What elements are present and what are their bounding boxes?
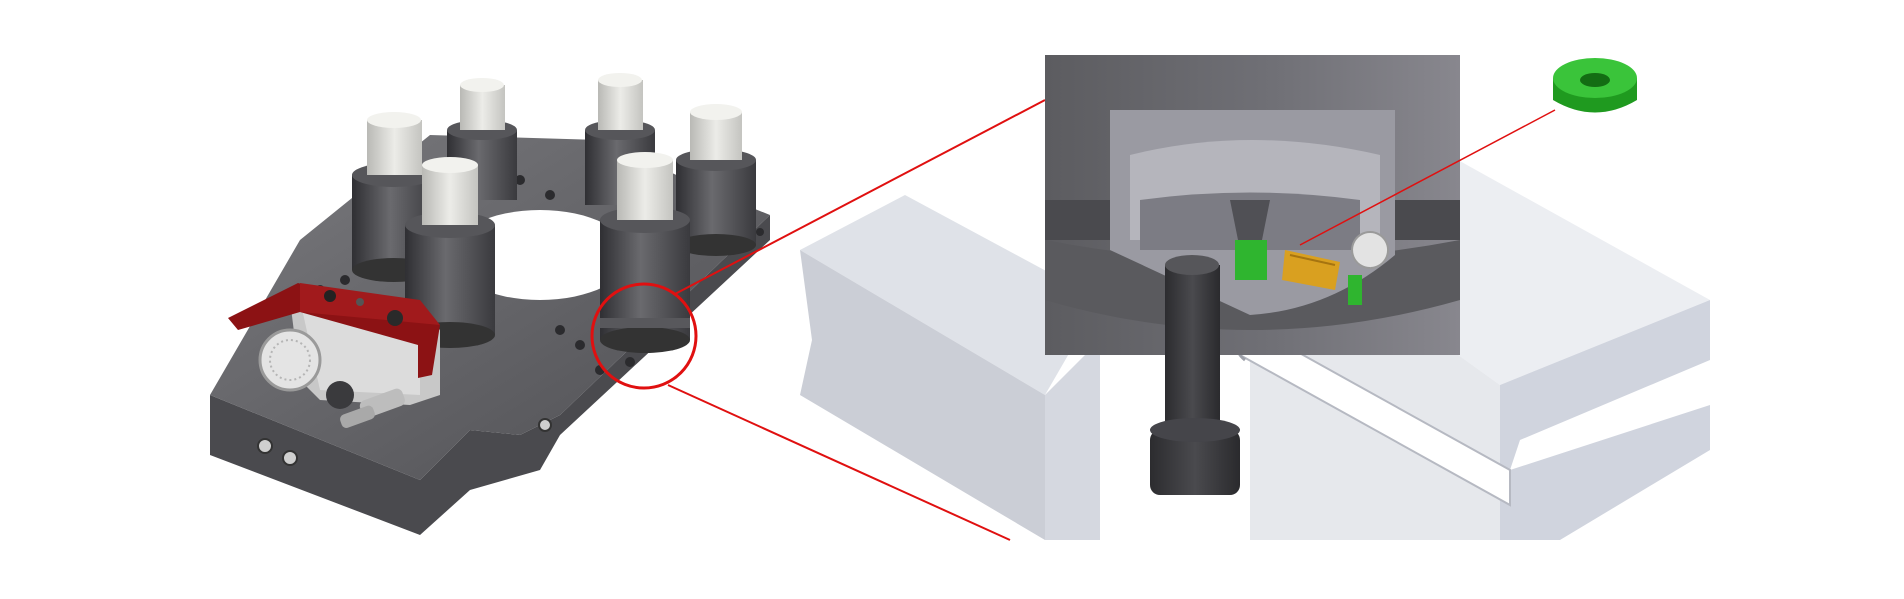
- seal-ring-part: [1553, 58, 1637, 113]
- mounting-block-left-top: [800, 195, 1100, 395]
- plate-side-screw-1: [257, 438, 273, 454]
- check-valve-ball: [1351, 231, 1390, 269]
- mounting-bolt: [1150, 255, 1240, 495]
- cylinder-housing: [1045, 55, 1460, 355]
- mounting-block-right-front: [1500, 300, 1710, 540]
- plate-side-screw-3: [538, 418, 552, 432]
- plate-bolt-holes: [315, 175, 764, 375]
- callout-circle: [590, 282, 698, 390]
- filter-element: [1282, 250, 1340, 290]
- plate-side-screw-2: [282, 450, 298, 466]
- red-bracket: [228, 283, 440, 378]
- base-plate-side: [210, 215, 770, 535]
- pressure-gauge-dial: [258, 328, 322, 392]
- clamp-cylinder-front-right: [600, 152, 690, 353]
- mounting-block-left-front: [800, 250, 1045, 540]
- valve-block-unit: [228, 283, 440, 428]
- seal-callout-line: [1299, 109, 1556, 246]
- valve-knob: [326, 381, 354, 409]
- fixture-plate-assembly: [210, 73, 770, 535]
- detail-callout: [590, 99, 1046, 541]
- green-seal-section: [1235, 240, 1267, 280]
- cutaway-detail-view: [800, 55, 1710, 540]
- callout-line-bottom: [667, 384, 1011, 541]
- callout-line-top: [674, 99, 1046, 295]
